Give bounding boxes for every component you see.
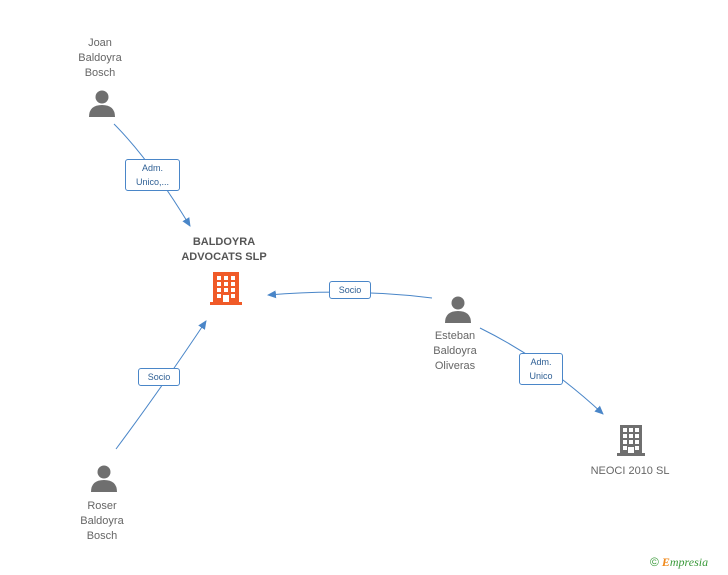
brand-initial: E: [661, 555, 670, 569]
empresia-logo: ©Empresia: [650, 555, 708, 570]
copyright-symbol: ©: [650, 555, 659, 569]
edge-label-socio[interactable]: Socio: [329, 281, 371, 299]
edge-label-adm-unico[interactable]: Adm. Unico,...: [125, 159, 180, 191]
edge-roser-to-baldoyra: [115, 320, 207, 450]
building-icon[interactable]: [210, 270, 242, 306]
building-icon[interactable]: [617, 423, 645, 457]
person-label-joan: Joan Baldoyra Bosch: [78, 37, 122, 79]
person-icon[interactable]: [87, 88, 117, 118]
brand-name: mpresia: [669, 555, 709, 569]
edge-label-socio[interactable]: Socio: [138, 368, 180, 386]
person-label-esteban: Esteban Baldoyra Oliveras: [433, 330, 477, 372]
person-icon[interactable]: [89, 463, 119, 493]
person-icon[interactable]: [443, 294, 473, 324]
company-label-baldoyra-advocats: BALDOYRA ADVOCATS SLP: [181, 236, 267, 263]
edge-label-adm-unico[interactable]: Adm. Unico: [519, 353, 563, 385]
person-label-roser: Roser Baldoyra Bosch: [80, 500, 124, 542]
company-label-neoci: NEOCI 2010 SL: [590, 465, 670, 477]
